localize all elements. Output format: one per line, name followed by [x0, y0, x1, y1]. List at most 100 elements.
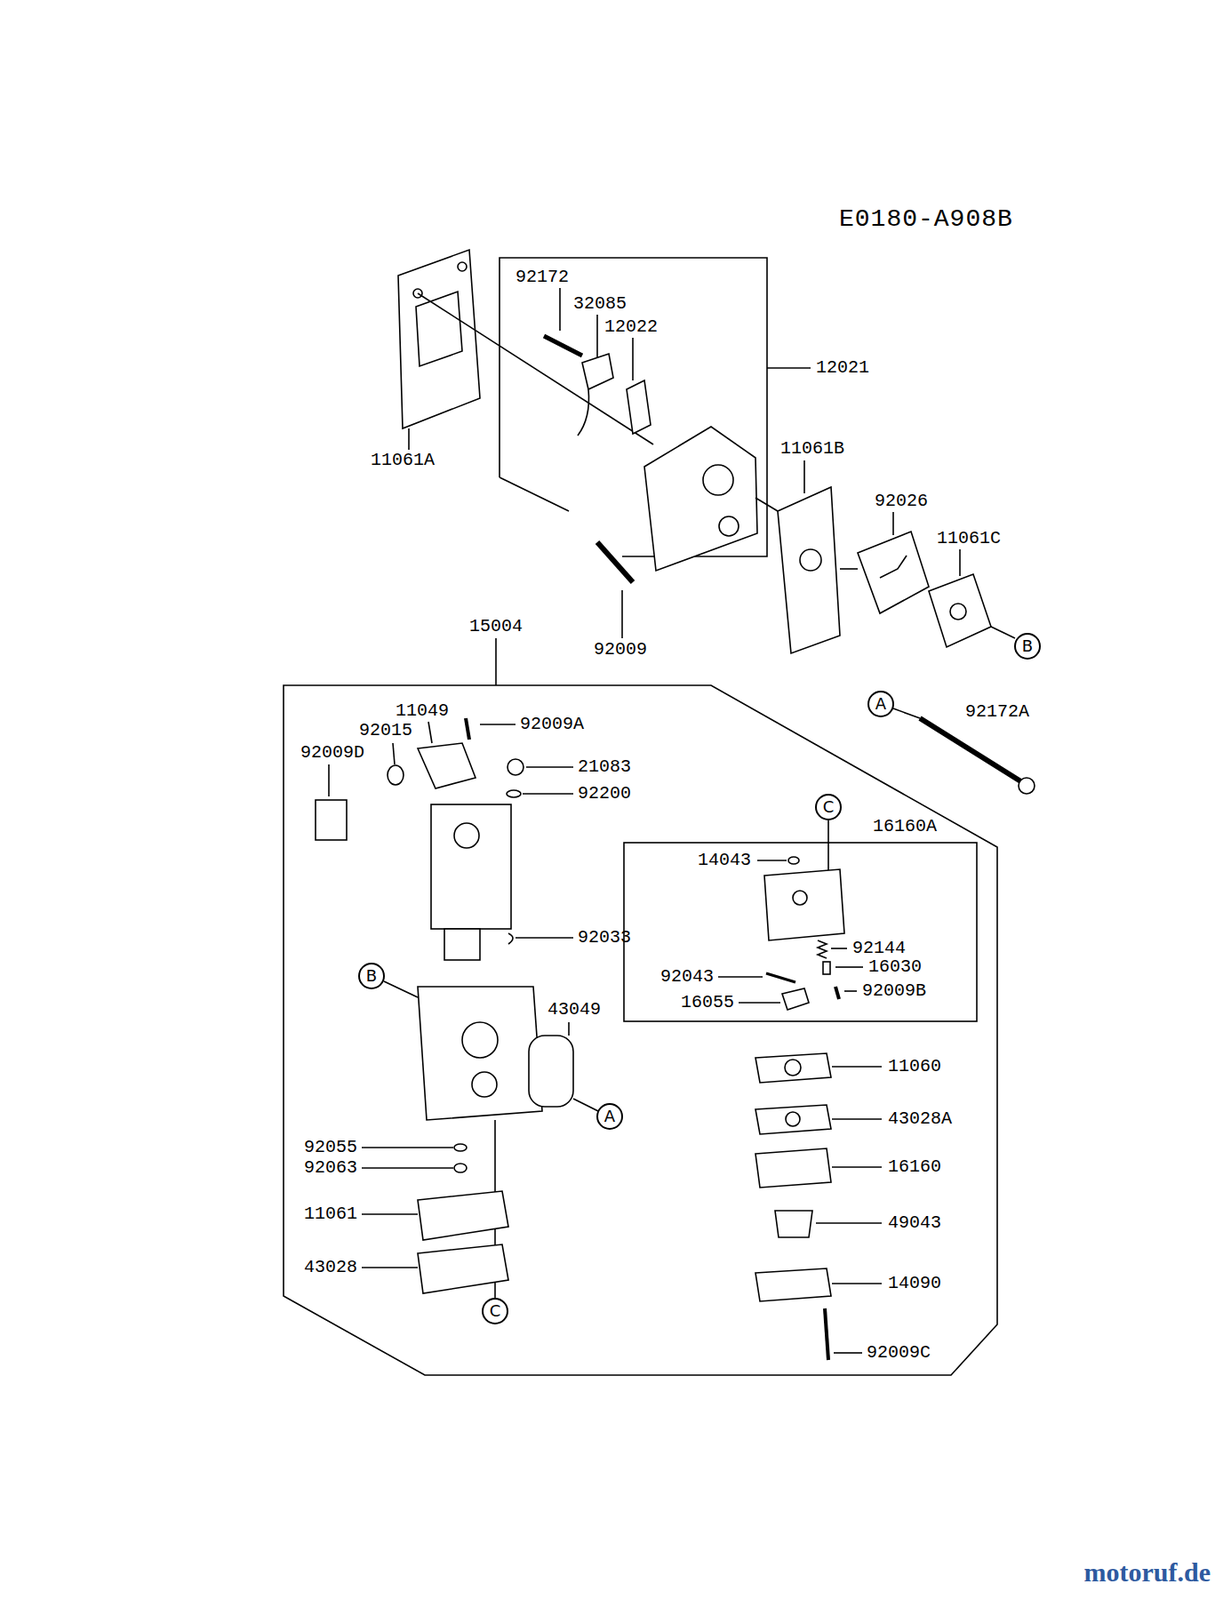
reference-circle: A [596, 1103, 624, 1130]
plate [582, 353, 614, 390]
needle [823, 961, 831, 975]
leader-line [407, 428, 410, 450]
watermark: motoruf.de [1084, 1558, 1211, 1586]
callout-number: 92200 [577, 784, 632, 803]
screw [824, 1308, 829, 1360]
callout-number: 43028 [303, 1258, 358, 1277]
leader-line [831, 1166, 882, 1168]
group-bracket [499, 477, 569, 512]
metering-cover [755, 1148, 832, 1188]
leader-line [831, 1118, 882, 1120]
reference-letter: C [823, 799, 835, 816]
callout-number: 92015 [359, 721, 413, 740]
bore [454, 823, 480, 848]
leader-line [844, 990, 857, 992]
reference-letter: C [489, 1302, 502, 1319]
leader-line [831, 1065, 882, 1068]
plate [626, 380, 651, 434]
callout-number: 11061 [303, 1205, 358, 1223]
lever [782, 988, 809, 1010]
reference-circle: C [481, 1297, 509, 1325]
screw [835, 986, 840, 1000]
callout-number: 12022 [604, 318, 658, 336]
clip [508, 933, 513, 944]
spring [817, 940, 827, 959]
leader-line [621, 590, 624, 639]
leader-line [815, 1222, 882, 1224]
bolt [919, 718, 1023, 783]
carb-body [417, 986, 543, 1120]
plate [577, 389, 590, 436]
port [703, 464, 734, 496]
callout-number: 43028A [887, 1110, 952, 1128]
callout-number: 11061A [370, 451, 435, 470]
reference-letter: B [366, 967, 377, 984]
callout-number: 92055 [303, 1138, 358, 1157]
leader-line [526, 766, 574, 768]
gasket [398, 249, 480, 429]
callout-number: 15004 [469, 617, 523, 636]
hole [784, 1059, 801, 1076]
leader-line [718, 975, 763, 978]
hole [785, 1111, 800, 1127]
gasket [755, 1053, 832, 1083]
screw [597, 542, 633, 583]
leader-line [361, 1146, 454, 1149]
group-bracket [283, 685, 998, 1375]
callout-number: 92043 [660, 967, 714, 986]
leader-line [831, 1282, 882, 1285]
reference-circle: B [358, 962, 385, 990]
leader-line [567, 1022, 570, 1036]
leader-line [833, 1351, 863, 1354]
leader-line [559, 287, 561, 331]
callout-number: 92063 [303, 1159, 358, 1177]
pin [766, 973, 796, 983]
leader-line [361, 1167, 454, 1169]
callout-number: 11060 [887, 1057, 942, 1076]
hole [799, 549, 822, 571]
nut [387, 765, 404, 785]
leader-line [495, 638, 497, 686]
leader-line [827, 820, 830, 872]
drawing-code: E0180-A908B [839, 207, 1014, 232]
callout-number: 92026 [874, 492, 928, 511]
leader-line [738, 1001, 781, 1004]
leader-line [383, 981, 418, 998]
o-ring [788, 856, 800, 864]
callout-number: 14090 [887, 1274, 942, 1293]
callout-number: 16160 [887, 1158, 942, 1176]
leader-line [392, 743, 395, 765]
diaphragm [417, 1244, 509, 1294]
callout-number: 43049 [547, 1000, 601, 1019]
primer-cup [775, 1210, 813, 1238]
callout-number: 49043 [887, 1214, 942, 1232]
callout-number: 14043 [697, 851, 752, 870]
gasket [928, 574, 992, 648]
bore [471, 1071, 497, 1097]
leader-line [991, 626, 1016, 639]
gasket [417, 1191, 509, 1240]
callout-number: 92009A [519, 715, 584, 734]
callout-number: 16030 [868, 958, 922, 976]
callout-number: 92172 [515, 268, 569, 287]
gasket-ring [528, 1035, 574, 1107]
leader-line [803, 460, 806, 494]
axis-line [417, 293, 654, 445]
reference-letter: A [604, 1108, 616, 1125]
cover-plate [755, 1268, 832, 1302]
throttle-lever [417, 743, 476, 789]
gasket-cutout [415, 291, 463, 367]
port [792, 890, 808, 905]
screw [465, 718, 470, 740]
hole [950, 603, 967, 620]
callout-number: 11049 [395, 702, 449, 720]
group-bracket [623, 842, 977, 1022]
callout-number: 11061B [780, 439, 845, 458]
callout-number: 21083 [577, 758, 632, 776]
leader-line [831, 947, 848, 950]
diaphragm [755, 1104, 832, 1135]
callout-number: 92009B [862, 982, 927, 1000]
pump-plate [857, 531, 929, 614]
leader-line [327, 764, 330, 797]
